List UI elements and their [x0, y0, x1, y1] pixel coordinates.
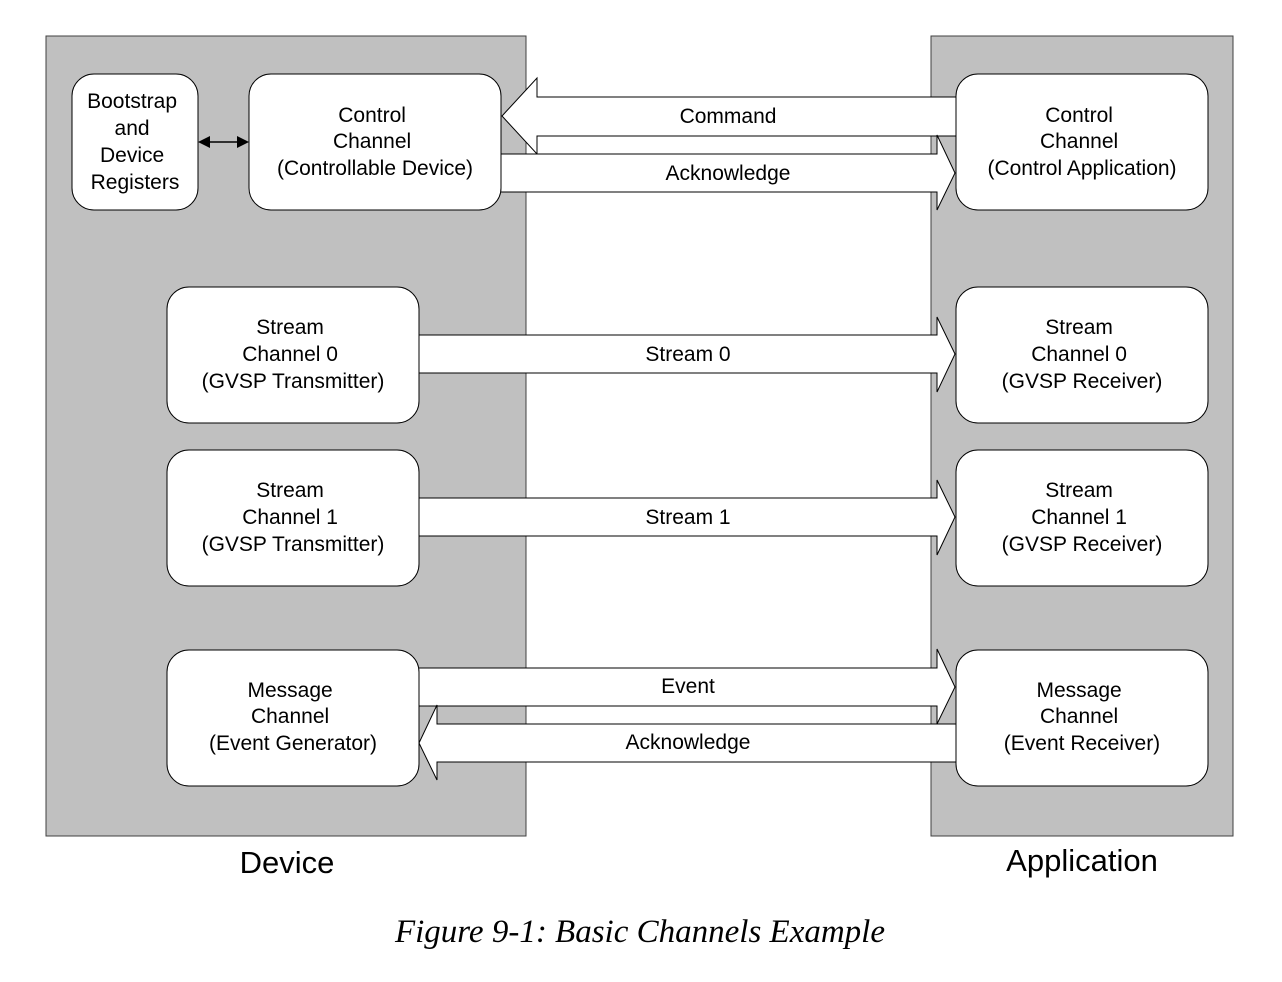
stream0-tx-text: Stream Channel 0 (GVSP Transmitter) [202, 316, 385, 393]
control-app-box [955, 73, 1209, 211]
command-label: Command [680, 105, 777, 128]
message-app-text: Message Channel (Event Receiver) [1004, 679, 1160, 755]
stream1-tx-box [166, 449, 420, 587]
application-label: Application [1006, 843, 1158, 878]
event-ack-label: Acknowledge [626, 731, 751, 754]
stream0-label: Stream 0 [645, 343, 730, 366]
control-app-text: Control Channel (Control Application) [987, 104, 1176, 180]
message-device-text: Message Channel (Event Generator) [209, 679, 377, 755]
stream1-label: Stream 1 [645, 506, 730, 529]
command-arrow [501, 76, 961, 156]
stream1-rx-text: Stream Channel 1 (GVSP Receiver) [1002, 479, 1163, 556]
event-label: Event [661, 675, 715, 698]
event-arrow [411, 648, 956, 725]
control-ack-label: Acknowledge [666, 162, 791, 185]
stream0-tx-box [166, 286, 420, 424]
event-ack-arrow [418, 704, 961, 781]
stream0-rx-box [955, 286, 1209, 424]
bootstrap-text: Bootstrap and Device Registers [87, 90, 183, 194]
control-device-box [248, 73, 502, 211]
stream0-arrow [411, 316, 956, 393]
message-app-box [955, 649, 1209, 787]
bootstrap-link-arrow [198, 136, 249, 148]
control-ack-arrow [494, 134, 956, 211]
message-device-box [166, 649, 420, 787]
stream1-tx-text: Stream Channel 1 (GVSP Transmitter) [202, 479, 385, 556]
control-device-text: Control Channel (Controllable Device) [277, 104, 473, 180]
stream0-rx-text: Stream Channel 0 (GVSP Receiver) [1002, 316, 1163, 393]
device-label: Device [240, 845, 335, 880]
stream1-arrow [411, 479, 956, 556]
figure-caption: Figure 9-1: Basic Channels Example [394, 914, 885, 950]
bootstrap-box [71, 73, 199, 211]
stream1-rx-box [955, 449, 1209, 587]
